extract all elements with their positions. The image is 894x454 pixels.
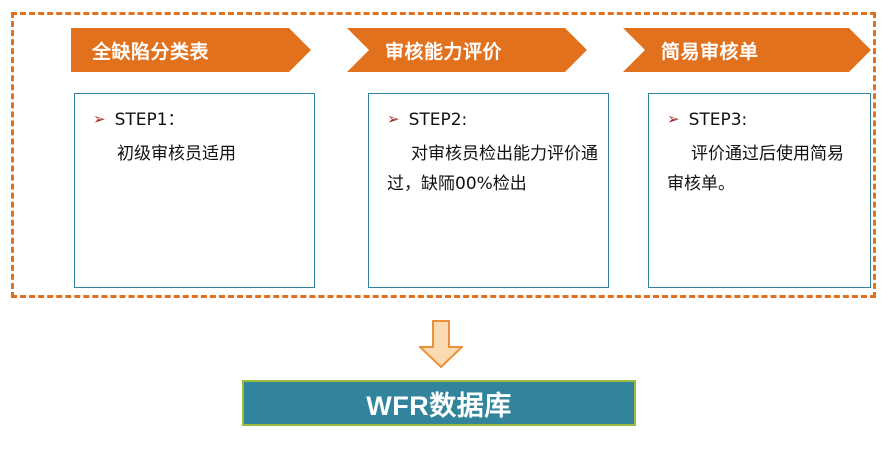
step-banner-3-label: 简易审核单 [661, 41, 759, 63]
bullet-arrow-icon: ➢ [93, 111, 106, 128]
step-card-1-label: STEP1： [114, 110, 185, 130]
step-banner-2[interactable]: 审核能力评价 [347, 28, 587, 72]
step-card-3-head: ➢ STEP3: [667, 110, 860, 130]
step-card-1-head: ➢ STEP1： [93, 110, 304, 130]
bullet-arrow-icon: ➢ [667, 111, 680, 128]
step-card-1-body: 初级审核员适用 [117, 144, 236, 164]
step-card-1[interactable]: ➢ STEP1： 初级审核员适用 [74, 93, 315, 288]
step-card-2-label: STEP2: [408, 110, 468, 130]
result-database-label: WFR数据库 [366, 390, 512, 421]
step-card-2[interactable]: ➢ STEP2: 对审核员检出能力评价通过，缺陑00%检出 [368, 93, 609, 288]
step-card-2-head: ➢ STEP2: [387, 110, 598, 130]
step-banner-3[interactable]: 简易审核单 [623, 28, 871, 72]
bullet-arrow-icon: ➢ [387, 111, 400, 128]
step-card-2-body: 对审核员检出能力评价通过，缺陑00%检出 [387, 144, 598, 194]
step-card-3-body: 评价通过后使用简易审核单。 [667, 144, 844, 194]
result-database-bar[interactable]: WFR数据库 [242, 380, 636, 426]
step-banner-2-label: 审核能力评价 [385, 41, 503, 63]
step-banner-1-label: 全缺陷分类表 [92, 41, 210, 63]
step-card-3[interactable]: ➢ STEP3: 评价通过后使用简易审核单。 [648, 93, 871, 288]
dashed-group-frame [11, 12, 876, 298]
down-arrow-icon [419, 320, 463, 368]
step-card-3-label: STEP3: [688, 110, 748, 130]
step-banner-1[interactable]: 全缺陷分类表 [71, 28, 311, 72]
